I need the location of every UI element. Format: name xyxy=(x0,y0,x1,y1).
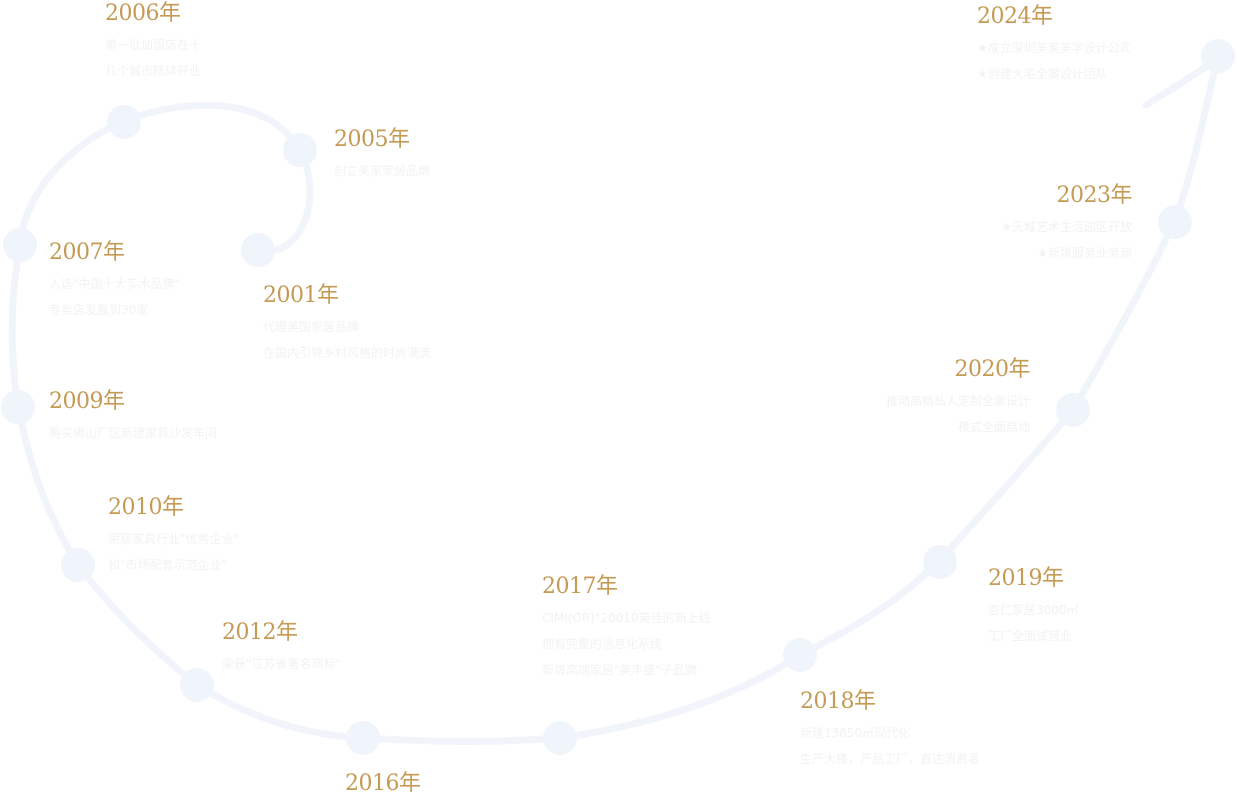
year-label: 2005年 xyxy=(334,127,410,152)
event-description: ★天域艺术生活园区开放 ★新增服务业务部 xyxy=(1001,214,1132,266)
timeline-node-2024 xyxy=(1201,39,1235,73)
timeline-entry-2001: 2001年 代理美国家居品牌 在国内引领乡村风格的时尚潮流 xyxy=(263,282,431,366)
timeline-entry-2009: 2009年 购买佛山厂区新建家具沙发车间 xyxy=(49,388,217,446)
event-line: 在国内引领乡村风格的时尚潮流 xyxy=(263,346,432,360)
event-line: 创立美家家居品牌 xyxy=(334,164,431,178)
year-label: 2020年 xyxy=(954,357,1031,382)
year-label: 2019年 xyxy=(988,566,1064,591)
event-line: ★天域艺术生活园区开放 xyxy=(1001,220,1132,234)
timeline-node-2005 xyxy=(283,133,317,167)
year-label: 2010年 xyxy=(108,495,184,520)
event-line: CIMI(OR)"20010英佳的新上线 xyxy=(542,611,711,625)
event-line: ★成立深圳美家美学设计公司 xyxy=(977,41,1132,55)
timeline-node-2018 xyxy=(783,638,817,672)
timeline-entry-2017: 2017年 CIMI(OR)"20010英佳的新上线 拥有完整的信息化系统 新增… xyxy=(542,573,711,683)
year-label: 2017年 xyxy=(542,574,618,599)
event-description: 新建13850㎡现代化 生产大楼，产品工厂，直达消费者 xyxy=(800,720,980,772)
year-label: 2001年 xyxy=(263,283,339,308)
event-description: 代理美国家居品牌 在国内引领乡村风格的时尚潮流 xyxy=(263,314,431,366)
timeline-node-2006 xyxy=(107,105,141,139)
event-line: 代理美国家居品牌 xyxy=(263,320,360,334)
event-description: 购买佛山厂区新建家具沙发车间 xyxy=(49,420,217,446)
event-description: 杏仁家居3000㎡ 工厂全面试营业 xyxy=(988,597,1079,649)
event-description: 荣获家具行业"优秀企业" 和"市场配套示范企业" xyxy=(108,526,239,578)
timeline-node-2007 xyxy=(3,228,37,262)
event-line: 杏仁家居3000㎡ xyxy=(988,603,1079,617)
event-line: 生产大楼，产品工厂，直达消费者 xyxy=(800,752,981,766)
timeline-node-2020 xyxy=(1056,393,1090,427)
event-line: 新增高端家居"美丰盛"子品牌 xyxy=(542,663,698,677)
timeline-entry-2018: 2018年 新建13850㎡现代化 生产大楼，产品工厂，直达消费者 xyxy=(800,688,980,772)
event-line: 工厂全面试营业 xyxy=(988,629,1073,643)
timeline-entry-2020: 2020年 推动高档私人定制全案设计 模式全面启动 xyxy=(886,356,1031,440)
event-line: 专卖店发展到30家 xyxy=(49,303,149,317)
timeline-entry-2012: 2012年 荣获"江苏省著名商标" xyxy=(222,619,341,677)
year-label: 2023年 xyxy=(1056,183,1133,208)
timeline-curve xyxy=(8,51,1222,745)
year-label: 2018年 xyxy=(800,689,876,714)
timeline-entry-2019: 2019年 杏仁家居3000㎡ 工厂全面试营业 xyxy=(988,565,1079,649)
timeline-node-2017 xyxy=(543,721,577,755)
timeline-entry-2016: 2016年 xyxy=(345,770,421,795)
event-line: 新建13850㎡现代化 xyxy=(800,726,911,740)
timeline-node-2009 xyxy=(1,390,35,424)
event-description: CIMI(OR)"20010英佳的新上线 拥有完整的信息化系统 新增高端家居"美… xyxy=(542,605,711,683)
timeline-node-2016 xyxy=(346,721,380,755)
timeline-entry-2010: 2010年 荣获家具行业"优秀企业" 和"市场配套示范企业" xyxy=(108,494,239,578)
year-label: 2007年 xyxy=(49,240,125,265)
event-line: 拥有完整的信息化系统 xyxy=(542,637,663,651)
timeline-node-2010 xyxy=(61,548,95,582)
timeline-entry-2024: 2024年 ★成立深圳美家美学设计公司 ★创建大宅全案设计团队 xyxy=(977,3,1132,87)
timeline-node-2019 xyxy=(923,545,957,579)
event-description: 第一批加盟店在十 几个城市陆续开业 xyxy=(105,32,201,84)
timeline-node-2023 xyxy=(1158,205,1192,239)
timeline-entry-2007: 2007年 入选"中国十大实木品牌" 专卖店发展到30家 xyxy=(49,239,180,323)
event-line: 模式全面启动 xyxy=(957,420,1030,434)
timeline-entry-2005: 2005年 创立美家家居品牌 xyxy=(334,126,430,184)
event-description: 推动高档私人定制全案设计 模式全面启动 xyxy=(886,388,1030,440)
event-line: ★新增服务业务部 xyxy=(1037,246,1132,260)
event-line: 推动高档私人定制全案设计 xyxy=(885,394,1030,408)
year-label: 2009年 xyxy=(49,389,125,414)
year-label: 2006年 xyxy=(105,1,181,26)
event-line: 荣获家具行业"优秀企业" xyxy=(108,532,240,546)
timeline-node-2001 xyxy=(241,233,275,267)
event-description: ★成立深圳美家美学设计公司 ★创建大宅全案设计团队 xyxy=(977,35,1132,87)
year-label: 2012年 xyxy=(222,620,298,645)
event-line: 第一批加盟店在十 xyxy=(105,38,202,52)
event-line: ★创建大宅全案设计团队 xyxy=(977,67,1108,81)
event-description: 荣获"江苏省著名商标" xyxy=(222,651,341,677)
event-description: 创立美家家居品牌 xyxy=(334,158,430,184)
event-line: 入选"中国十大实木品牌" xyxy=(49,277,181,291)
event-line: 购买佛山厂区新建家具沙发车间 xyxy=(49,426,218,440)
timeline-entry-2023: 2023年 ★天域艺术生活园区开放 ★新增服务业务部 xyxy=(1001,182,1132,266)
event-line: 荣获"江苏省著名商标" xyxy=(222,657,342,671)
year-label: 2024年 xyxy=(977,4,1053,29)
event-line: 和"市场配套示范企业" xyxy=(108,558,228,572)
timeline-entry-2006: 2006年 第一批加盟店在十 几个城市陆续开业 xyxy=(105,0,201,84)
timeline-node-2012 xyxy=(180,668,214,702)
event-line: 几个城市陆续开业 xyxy=(105,64,202,78)
event-description: 入选"中国十大实木品牌" 专卖店发展到30家 xyxy=(49,271,180,323)
year-label: 2016年 xyxy=(345,771,421,795)
